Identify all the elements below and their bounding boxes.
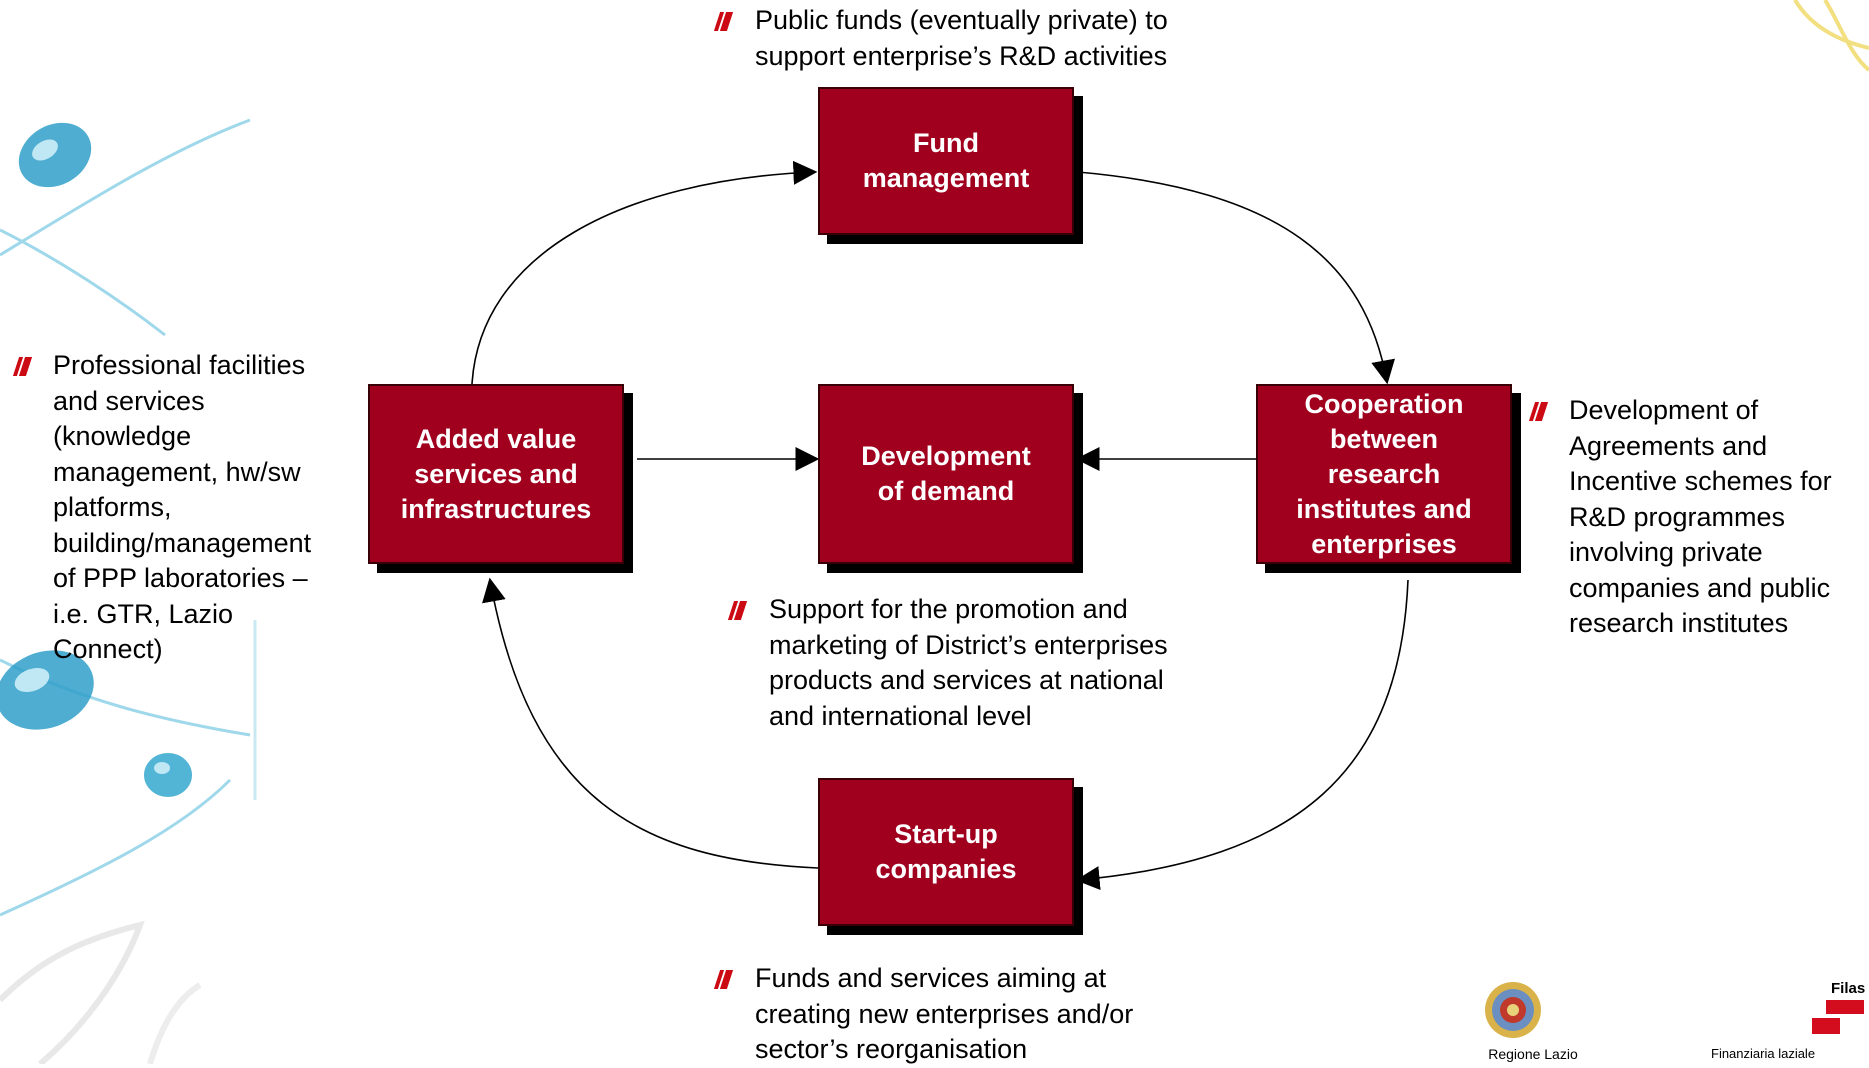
bullet-right: Development of Agreements and Incentive …	[1528, 393, 1832, 642]
bullet-left-line: management, hw/sw	[53, 456, 301, 487]
bullet-right-line: Development of	[1569, 395, 1759, 425]
box-start-up-companies: Start-up companies	[818, 778, 1074, 926]
bullet-center-line: products and services at national	[769, 665, 1164, 695]
arrow-added-to-fund	[471, 160, 818, 385]
bullet-bottom-line: creating new enterprises and/or	[755, 998, 1134, 1029]
bullet-left-line: of PPP laboratories –	[53, 563, 308, 593]
arrow-coop-to-startup	[1075, 579, 1409, 891]
filas-logo-icon	[1812, 1000, 1864, 1034]
bullet-top: Public funds (eventually private) to sup…	[713, 3, 1168, 74]
bullet-right-line: R&D programmes	[1569, 501, 1786, 532]
bullet-left-line: and services	[53, 385, 205, 416]
bullet-left-line: platforms,	[53, 492, 172, 522]
bullet-left-line: (knowledge	[53, 421, 192, 451]
bullet-center-line: Support for the promotion and	[769, 594, 1128, 624]
bullet-left-line: building/management	[53, 527, 312, 558]
box-added-value-services-label: Added value services and infrastructures	[400, 423, 592, 524]
bullet-left-line: Professional facilities	[53, 350, 306, 380]
box-added-value-services: Added value services and infrastructures	[368, 384, 624, 564]
box-fund-management-label: Fund management	[862, 128, 1030, 193]
bullet-bottom-line: sector’s reorganisation	[755, 1034, 1028, 1064]
arrow-fund-to-coop	[1077, 171, 1395, 385]
box-fund-management: Fund management	[818, 87, 1074, 235]
bullet-right-line: Agreements and	[1569, 430, 1768, 461]
box-cooperation: Cooperation between research institutes …	[1256, 384, 1512, 564]
bullet-right-line: Incentive schemes for	[1569, 466, 1832, 496]
bullet-left-line: i.e. GTR, Lazio	[53, 598, 234, 629]
regione-lazio-caption: Regione Lazio	[1488, 1046, 1578, 1062]
bullet-top-line: support enterprise’s R&D activities	[755, 40, 1168, 71]
bullet-right-line: companies and public	[1569, 572, 1831, 603]
bullet-bottom: Funds and services aiming at creating ne…	[713, 961, 1134, 1068]
filas-name: Filas	[1831, 980, 1866, 997]
box-development-of-demand-label: Development of demand	[861, 441, 1031, 506]
arrow-startup-to-added	[482, 577, 819, 869]
bullet-top-line: Public funds (eventually private) to	[755, 5, 1168, 35]
bullet-right-line: research institutes	[1569, 608, 1789, 638]
box-development-of-demand: Development of demand	[818, 384, 1074, 564]
bullet-center: Support for the promotion and marketing …	[727, 592, 1168, 734]
bullet-bottom-line: Funds and services aiming at	[755, 963, 1107, 993]
box-start-up-companies-label: Start-up companies	[875, 819, 1017, 884]
bullet-left: Professional facilities and services (kn…	[12, 348, 312, 668]
bullet-center-line: and international level	[769, 700, 1032, 731]
bullet-left-line: Connect)	[53, 634, 163, 664]
regione-lazio-emblem-icon	[1485, 982, 1541, 1038]
bullet-center-line: marketing of District’s enterprises	[769, 629, 1168, 660]
box-cooperation-label: Cooperation between research institutes …	[1296, 388, 1472, 559]
bullet-right-line: involving private	[1569, 537, 1763, 567]
filas-caption: Finanziaria laziale	[1711, 1046, 1816, 1061]
